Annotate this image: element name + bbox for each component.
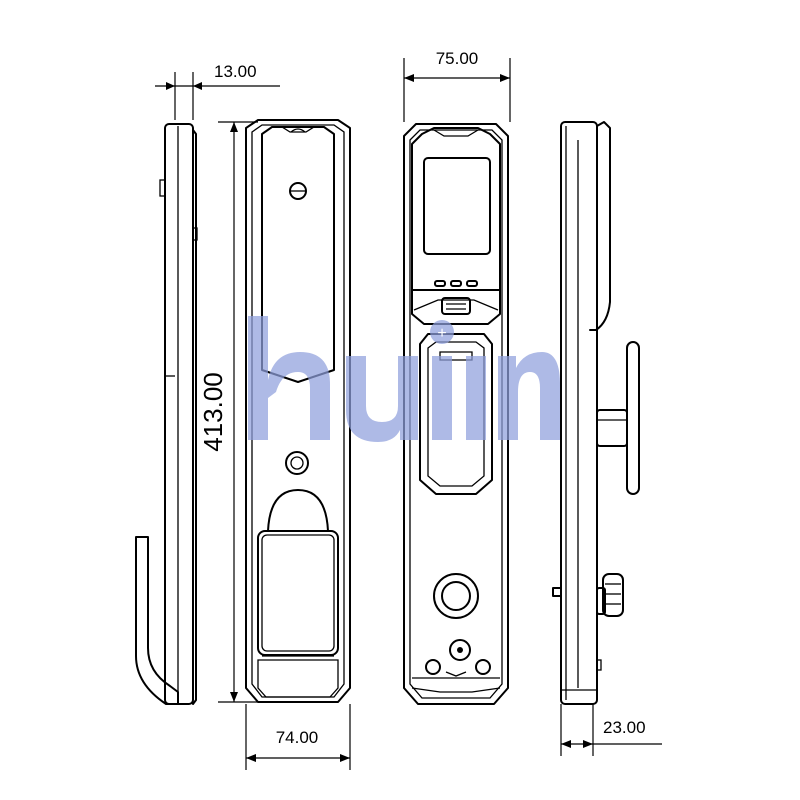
dim-label-side-depth: 23.00 xyxy=(603,718,646,737)
thumb-turn xyxy=(602,573,624,617)
dim-label-front-width: 75.00 xyxy=(436,49,479,68)
front-panel-view xyxy=(403,123,509,705)
dimension-height: 413.00 xyxy=(198,121,258,703)
right-side-view xyxy=(552,121,640,705)
indicator-light xyxy=(466,280,478,287)
dimension-side-depth: 23.00 xyxy=(560,704,662,756)
dimension-side-thickness: 13.00 xyxy=(155,62,280,120)
dimension-back-width: 74.00 xyxy=(245,704,351,770)
keyhole-icon xyxy=(449,639,471,661)
dimension-front-width: 75.00 xyxy=(403,49,511,122)
svg-text:+: + xyxy=(437,325,446,342)
watermark-logo: + hujin xyxy=(248,316,560,442)
indicator-light xyxy=(450,280,462,287)
dim-label-side-thickness: 13.00 xyxy=(214,62,257,81)
dim-label-height: 413.00 xyxy=(198,372,228,452)
handle-grip xyxy=(626,341,640,495)
left-side-view xyxy=(135,123,198,705)
display-screen xyxy=(423,157,491,255)
indicator-light xyxy=(434,280,446,287)
back-panel-view xyxy=(245,119,351,703)
dim-label-back-width: 74.00 xyxy=(276,728,319,747)
fingerprint-reader xyxy=(433,573,479,619)
